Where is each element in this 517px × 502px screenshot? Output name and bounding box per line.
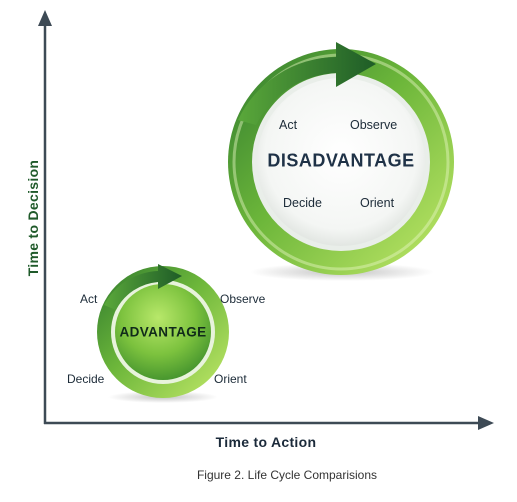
large-cycle-act-label: Act (279, 118, 298, 132)
figure-caption: Figure 2. Life Cycle Comparisions (196, 468, 378, 482)
small-cycle-observe-label: Observe (220, 292, 266, 306)
large-cycle-core (257, 78, 425, 246)
large-cycle-orient-label: Orient (360, 196, 395, 210)
large-cycle-center-label: DISADVANTAGE (267, 150, 415, 171)
x-axis-label: Time to Action (215, 434, 317, 450)
large-cycle-decide-label: Decide (283, 196, 322, 210)
small-cycle-orient-label: Orient (214, 372, 247, 386)
y-axis-arrowhead (38, 10, 52, 26)
small-cycle-act-label: Act (80, 292, 98, 306)
large-cycle-observe-label: Observe (350, 118, 398, 132)
x-axis-arrowhead (478, 416, 494, 430)
large-cycle-arrow (238, 42, 376, 125)
small-cycle-core (115, 284, 211, 380)
large-cycle (228, 42, 454, 281)
small-cycle-arrow (104, 264, 182, 310)
small-cycle-center-label: ADVANTAGE (119, 324, 207, 340)
y-axis-label: Time to Decision (25, 159, 41, 277)
small-cycle (97, 264, 229, 403)
small-cycle-decide-label: Decide (67, 372, 105, 386)
